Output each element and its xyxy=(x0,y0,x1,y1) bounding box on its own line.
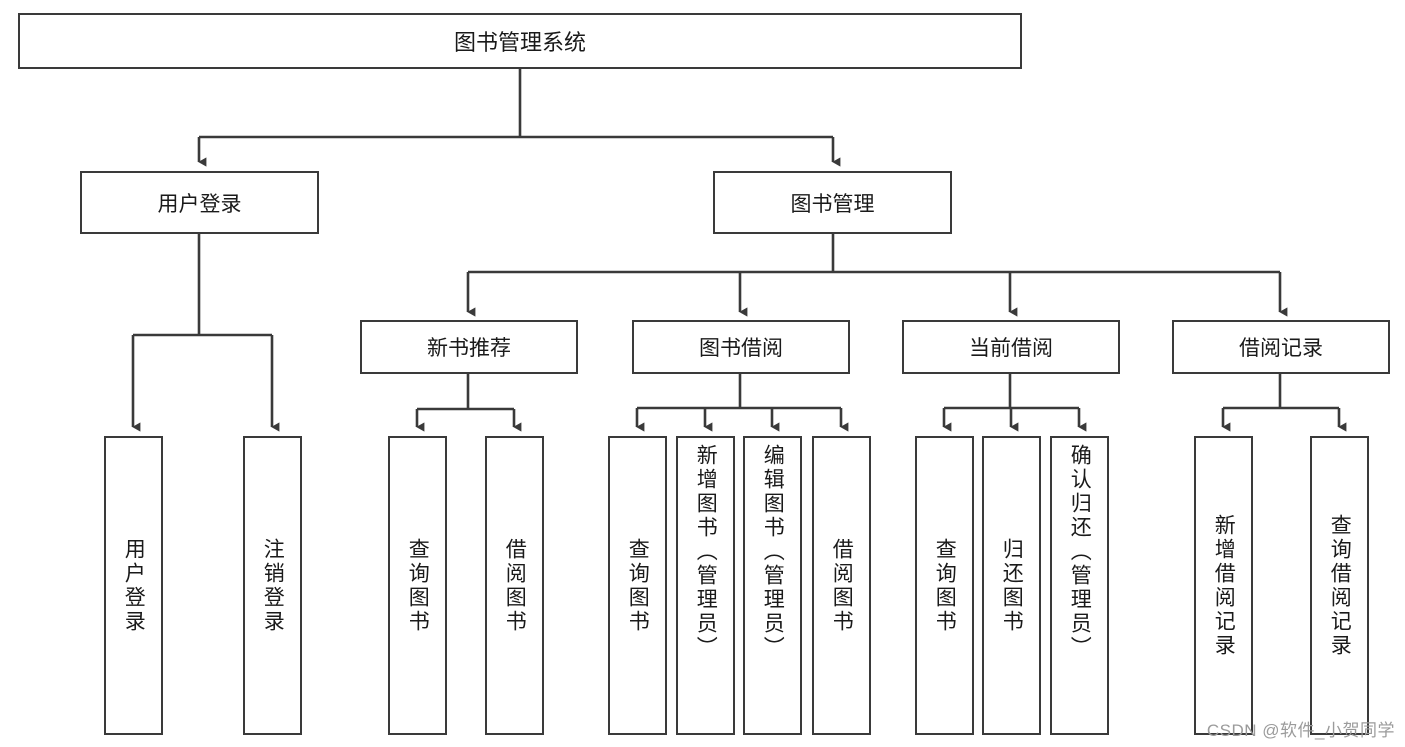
node-book-management[interactable]: 图书管理 xyxy=(713,171,952,234)
node-label: 编辑图书（管理员） xyxy=(761,444,785,660)
leaf-text-wrap: 归还图书 xyxy=(984,444,1039,727)
leaf-text-wrap: 用户登录 xyxy=(106,444,161,727)
node-leaf-query-book-3[interactable]: 查询图书 xyxy=(915,436,974,735)
node-label: 确认归还（管理员） xyxy=(1068,444,1092,660)
node-new-book-recommend[interactable]: 新书推荐 xyxy=(360,320,578,374)
leaf-text-wrap: 查询借阅记录 xyxy=(1312,444,1367,727)
node-leaf-borrow-book-2[interactable]: 借阅图书 xyxy=(812,436,871,735)
leaf-text-wrap: 查询图书 xyxy=(390,444,445,727)
node-leaf-edit-book[interactable]: 编辑图书（管理员） xyxy=(743,436,802,735)
node-leaf-confirm-return[interactable]: 确认归还（管理员） xyxy=(1050,436,1109,735)
node-label: 借阅图书 xyxy=(830,537,854,634)
leaf-text-wrap: 查询图书 xyxy=(917,444,972,727)
node-label: 注销登录 xyxy=(261,537,285,634)
node-leaf-add-book[interactable]: 新增图书（管理员） xyxy=(676,436,735,735)
node-leaf-logout-login[interactable]: 注销登录 xyxy=(243,436,302,735)
node-leaf-user-login[interactable]: 用户登录 xyxy=(104,436,163,735)
node-book-borrow[interactable]: 图书借阅 xyxy=(632,320,850,374)
leaf-text-wrap: 新增图书（管理员） xyxy=(678,444,733,727)
node-label: 查询图书 xyxy=(933,537,957,634)
leaf-text-wrap: 借阅图书 xyxy=(814,444,869,727)
node-leaf-return-book[interactable]: 归还图书 xyxy=(982,436,1041,735)
node-leaf-query-book-1[interactable]: 查询图书 xyxy=(388,436,447,735)
node-label: 图书管理 xyxy=(790,192,875,216)
node-leaf-query-book-2[interactable]: 查询图书 xyxy=(608,436,667,735)
node-user-login[interactable]: 用户登录 xyxy=(80,171,319,234)
leaf-text-wrap: 借阅图书 xyxy=(487,444,542,727)
node-label: 借阅图书 xyxy=(503,537,527,634)
leaf-text-wrap: 注销登录 xyxy=(245,444,300,727)
node-label: 用户登录 xyxy=(157,192,242,216)
node-label: 借阅记录 xyxy=(1239,337,1323,360)
node-leaf-add-record[interactable]: 新增借阅记录 xyxy=(1194,436,1253,735)
node-book-management-system[interactable]: 图书管理系统 xyxy=(18,13,1022,69)
leaf-text-wrap: 编辑图书（管理员） xyxy=(745,444,800,727)
node-current-borrow[interactable]: 当前借阅 xyxy=(902,320,1120,374)
node-label: 查询图书 xyxy=(626,537,650,634)
node-label: 当前借阅 xyxy=(969,337,1053,360)
node-leaf-query-record[interactable]: 查询借阅记录 xyxy=(1310,436,1369,735)
node-label: 图书借阅 xyxy=(699,337,783,360)
leaf-text-wrap: 查询图书 xyxy=(610,444,665,727)
node-borrow-record[interactable]: 借阅记录 xyxy=(1172,320,1390,374)
node-label: 新增借阅记录 xyxy=(1212,513,1236,658)
node-label: 归还图书 xyxy=(1000,537,1024,634)
leaf-text-wrap: 新增借阅记录 xyxy=(1196,444,1251,727)
node-leaf-borrow-book-1[interactable]: 借阅图书 xyxy=(485,436,544,735)
leaf-text-wrap: 确认归还（管理员） xyxy=(1052,444,1107,727)
node-label: 图书管理系统 xyxy=(453,30,586,55)
node-label: 用户登录 xyxy=(122,537,146,634)
node-label: 新书推荐 xyxy=(427,337,511,360)
node-label: 新增图书（管理员） xyxy=(694,444,718,660)
csdn-watermark: CSDN @软件_小贺同学 xyxy=(1206,721,1395,740)
node-label: 查询借阅记录 xyxy=(1328,513,1352,658)
node-label: 查询图书 xyxy=(406,537,430,634)
